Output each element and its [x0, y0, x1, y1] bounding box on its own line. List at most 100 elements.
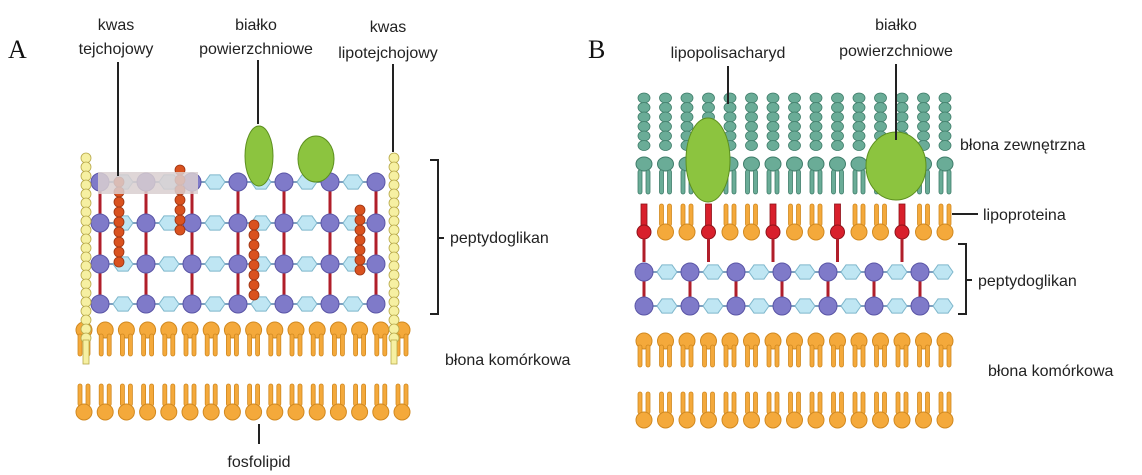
lipoprotein-tail	[835, 204, 841, 226]
panel-b-gram-negative: B lipopolisacharyd białko powierzchniowe…	[588, 17, 1114, 428]
lps-sugar	[724, 122, 736, 132]
phospholipid	[830, 333, 846, 367]
phospholipid	[140, 384, 156, 420]
lipid-tail	[638, 345, 642, 367]
lps-tail	[861, 170, 865, 194]
lipid-tail	[150, 334, 154, 356]
lipid-tail	[256, 334, 260, 356]
lipid-head	[658, 412, 674, 428]
nag-circle	[865, 263, 883, 281]
nam-hexagon	[841, 299, 861, 313]
label-lipopolysaccharide: lipopolisacharyd	[671, 45, 786, 62]
phospholipid	[916, 333, 932, 367]
lipid-tail	[638, 392, 642, 414]
nag-circle	[229, 173, 247, 191]
teichoic-subunit	[355, 235, 365, 245]
lipid-head	[352, 404, 368, 420]
nam-hexagon	[703, 265, 723, 279]
phospholipid	[118, 384, 134, 420]
lipid-tail	[107, 334, 111, 356]
phospholipid	[288, 322, 304, 356]
lipoprotein	[831, 204, 845, 262]
lipid-tail	[797, 345, 801, 367]
phospholipid	[787, 392, 803, 428]
lipid-tail	[754, 392, 758, 414]
phospholipid	[916, 392, 932, 428]
teichoic-subunit	[249, 290, 259, 300]
lps-sugar	[853, 131, 865, 141]
lps-core	[808, 157, 824, 171]
teichoic-subunit	[175, 205, 185, 215]
lipoprotein	[702, 204, 716, 262]
lipoprotein-head	[895, 225, 909, 239]
lps-tail	[840, 170, 844, 194]
lipid-tail	[789, 204, 793, 226]
nag-circle	[727, 297, 745, 315]
phospholipid	[161, 384, 177, 420]
lps-sugar	[660, 141, 672, 151]
lipid-tail	[383, 384, 387, 406]
nag-circle	[773, 263, 791, 281]
lipid-tail	[681, 204, 685, 226]
nag-circle	[275, 214, 293, 232]
lipid-tail	[213, 334, 217, 356]
label-teichoic-acid-line1: kwas	[98, 17, 134, 34]
nag-circle	[137, 214, 155, 232]
phospholipid	[97, 322, 113, 356]
phospholipid	[679, 333, 695, 367]
lipid-tail	[947, 204, 951, 226]
lipid-tail	[660, 345, 664, 367]
lps-tail	[681, 170, 685, 194]
lipid-tail	[797, 204, 801, 226]
teichoic-subunit	[175, 215, 185, 225]
phospholipid	[373, 384, 389, 420]
nag-circle	[183, 295, 201, 313]
teichoic-subunit	[249, 260, 259, 270]
lipid-tail	[818, 204, 822, 226]
teichoic-subunit	[249, 280, 259, 290]
phospholipid	[765, 392, 781, 428]
lipid-head	[916, 412, 932, 428]
nam-hexagon	[933, 299, 953, 313]
lipid-tail	[732, 345, 736, 367]
nam-hexagon	[887, 265, 907, 279]
nag-circle	[911, 263, 929, 281]
lps-molecule	[937, 93, 953, 194]
lipid-head	[937, 224, 953, 240]
nam-hexagon	[113, 297, 133, 311]
nam-hexagon	[887, 299, 907, 313]
label-surface-protein-b-line2: powierzchniowe	[839, 43, 953, 60]
lipoprotein-head	[766, 225, 780, 239]
lipid-tail	[746, 345, 750, 367]
lipid-tail	[332, 384, 336, 406]
lipoteichoic-subunit	[389, 306, 399, 316]
lps-sugar	[681, 122, 693, 132]
phospholipid	[765, 333, 781, 367]
lps-core	[937, 157, 953, 171]
lps-sugar	[853, 141, 865, 151]
lipoteichoic-anchor	[83, 340, 89, 364]
nam-hexagon	[297, 216, 317, 230]
lipid-tail	[354, 384, 358, 406]
lps-tail	[939, 170, 943, 194]
teichoic-subunit	[355, 205, 365, 215]
nam-hexagon	[657, 299, 677, 313]
lps-sugar	[832, 103, 844, 113]
lipid-tail	[311, 384, 315, 406]
phospholipid	[352, 322, 368, 356]
lipid-tail	[319, 384, 323, 406]
lipid-tail	[354, 334, 358, 356]
lps-sugar	[638, 103, 650, 113]
phospholipid	[830, 392, 846, 428]
lipid-head	[722, 412, 738, 428]
teichoic-subunit	[249, 270, 259, 280]
lipid-tail	[724, 345, 728, 367]
lipid-tail	[184, 334, 188, 356]
teichoic-subunit	[355, 215, 365, 225]
lipid-tail	[269, 334, 273, 356]
lipid-tail	[290, 334, 294, 356]
lipid-tail	[120, 384, 124, 406]
lipid-tail	[142, 384, 146, 406]
lipoteichoic-subunit	[389, 243, 399, 253]
lipid-tail	[332, 334, 336, 356]
